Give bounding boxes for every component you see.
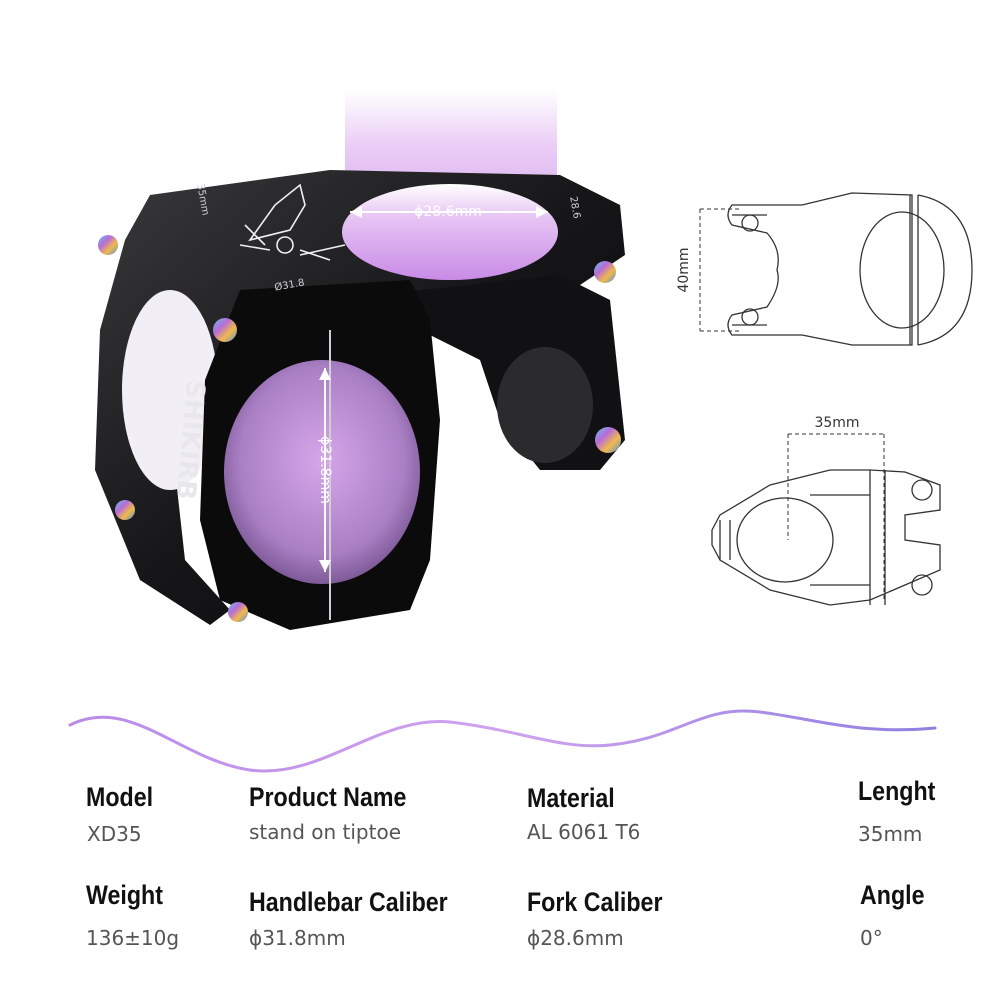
bolt-steerer-bottom — [595, 427, 621, 453]
extension-window — [497, 347, 593, 463]
spec-label-handlebar-caliber: Handlebar Caliber — [249, 887, 448, 917]
length-dimension-label: 35mm — [814, 415, 859, 431]
spec-value-material: AL 6061 T6 — [527, 820, 641, 844]
rear-clamp-bore — [122, 290, 218, 490]
spec-label-angle: Angle — [860, 880, 925, 910]
height-dimension-label: 40mm — [676, 247, 692, 292]
bolt-front-bottom — [228, 602, 248, 622]
spec-label-length: Lenght — [858, 776, 936, 806]
spec-value-model: XD35 — [87, 822, 142, 846]
spec-value-angle: 0° — [860, 926, 883, 950]
bolt-steerer-top — [594, 261, 616, 283]
spec-value-length: 35mm — [858, 822, 923, 846]
top-view-drawing: 35mm — [711, 415, 941, 606]
decorative-wave — [68, 709, 937, 773]
side-view-drawing: 40mm — [676, 192, 973, 346]
spec-label-model: Model — [86, 782, 154, 812]
steerer-bore — [342, 184, 558, 280]
stem-illustration: ϕ28.6mm ϕ31.8mm SHIKIRB 35mm Ø31.8 28.6 — [95, 90, 625, 630]
bolt-front-top — [213, 318, 237, 342]
top-bore-label: ϕ28.6mm — [414, 204, 482, 220]
top-bore-dimension: ϕ28.6mm — [350, 204, 548, 220]
spec-label-product-name: Product Name — [249, 782, 407, 812]
engraved-steerer-size: 28.6 — [567, 196, 582, 220]
spec-value-weight: 136±10g — [86, 926, 180, 950]
spec-label-fork-caliber: Fork Caliber — [527, 887, 663, 917]
front-bore-dimension: ϕ31.8mm — [317, 368, 333, 572]
bolt-rear-top — [98, 235, 118, 255]
spec-label-material: Material — [527, 783, 615, 813]
eagle-logo — [239, 183, 346, 261]
bolt-rear-bottom — [115, 500, 135, 520]
spec-value-product-name: stand on tiptoe — [249, 820, 401, 844]
spec-label-weight: Weight — [86, 880, 163, 910]
spec-value-fork-caliber: ϕ28.6mm — [527, 926, 624, 950]
spec-value-handlebar-caliber: ϕ31.8mm — [249, 926, 346, 950]
engraved-bar-size: Ø31.8 — [274, 277, 306, 294]
front-bore-label: ϕ31.8mm — [317, 436, 333, 504]
handlebar-bore — [224, 360, 420, 584]
